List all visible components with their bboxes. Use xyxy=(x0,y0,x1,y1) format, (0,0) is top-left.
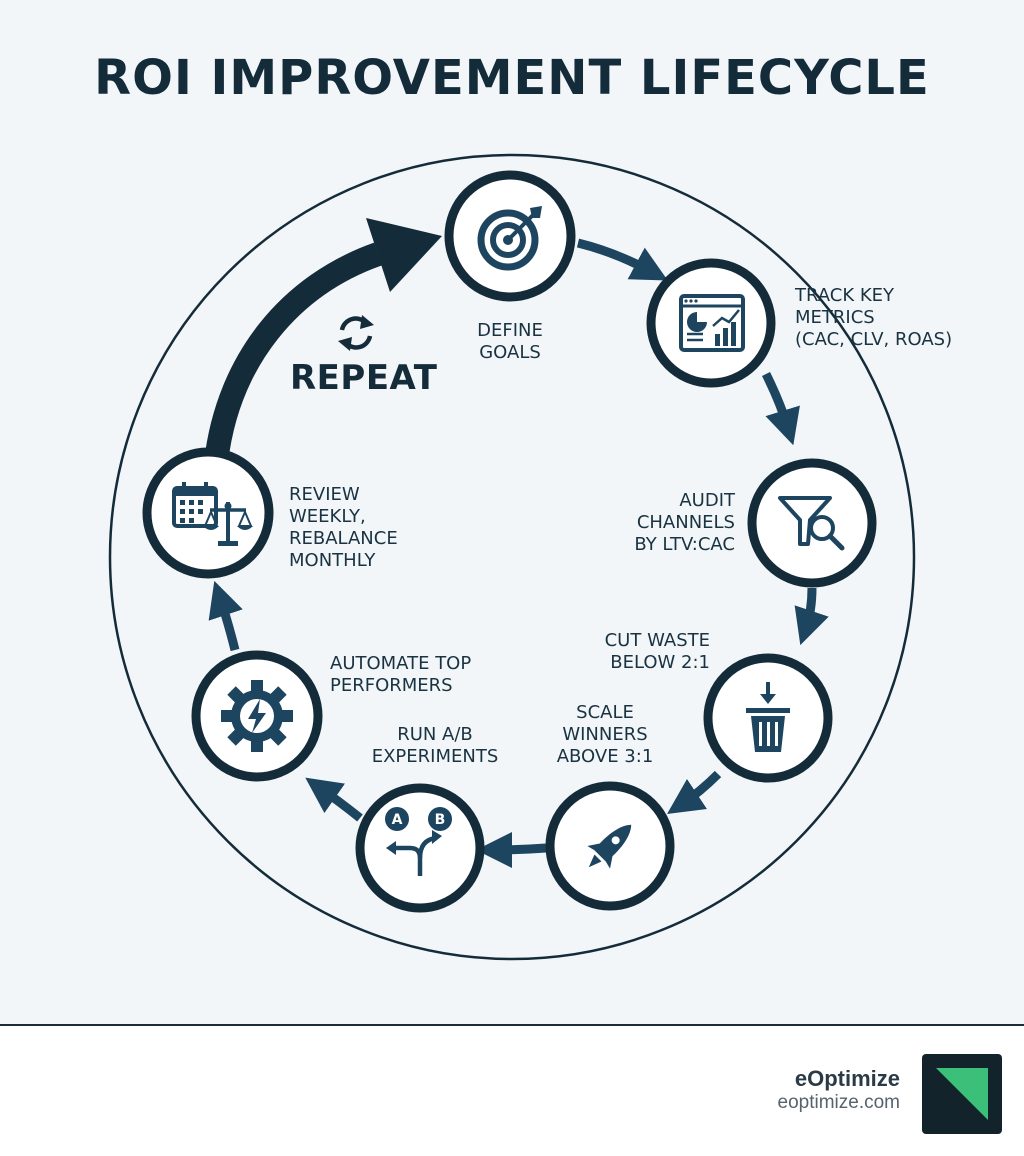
step-cut-waste xyxy=(703,653,833,783)
brand-url: eoptimize.com xyxy=(777,1092,901,1113)
arrow-automate-to-review xyxy=(208,580,243,652)
gear-lightning-icon xyxy=(221,680,293,752)
label-run-experiments: RUN A/B EXPERIMENTS xyxy=(371,724,499,767)
step-scale-winners xyxy=(545,781,675,911)
step-review xyxy=(142,447,274,579)
label-define-goals: DEFINE GOALS xyxy=(477,320,543,363)
step-automate xyxy=(191,650,323,782)
target-icon xyxy=(477,206,542,271)
label-cut-waste: CUT WASTE BELOW 2:1 xyxy=(604,630,710,673)
label-automate: AUTOMATE TOP PERFORMERS xyxy=(330,653,472,696)
step-audit-channels xyxy=(747,458,877,588)
ab-letter-b: B xyxy=(435,812,446,828)
ab-letter-a: A xyxy=(392,812,403,828)
repeat-label: REPEAT xyxy=(290,358,438,398)
calendar-scale-icon xyxy=(172,482,253,546)
step-track-metrics xyxy=(646,258,776,388)
dashboard-chart-icon xyxy=(679,294,745,352)
label-review: REVIEW WEEKLY, REBALANCE MONTHLY xyxy=(289,484,398,571)
arrow-goals-to-metrics xyxy=(576,238,668,281)
repeat-arrow xyxy=(204,218,442,464)
page-title: ROI IMPROVEMENT LIFECYCLE xyxy=(94,50,930,106)
label-track-metrics: TRACK KEY METRICS (CAC, CLV, ROAS) xyxy=(795,285,953,350)
arrow-audit-to-cut xyxy=(794,587,829,646)
arrow-metrics-to-audit xyxy=(761,371,800,446)
lifecycle-diagram: A B xyxy=(108,153,916,961)
logo-mark xyxy=(936,1068,988,1120)
ab-split-icon: A B xyxy=(385,807,452,876)
funnel-search-icon xyxy=(778,496,845,551)
label-audit-channels: AUDIT CHANNELS BY LTV:CAC xyxy=(634,490,735,555)
trash-icon xyxy=(746,682,790,752)
step-define-goals xyxy=(444,170,576,302)
arrow-cut-to-scale xyxy=(667,770,722,814)
eoptimize-logo xyxy=(922,1054,1002,1134)
arrow-experiments-to-automate xyxy=(305,777,363,822)
refresh-icon xyxy=(338,315,374,351)
cycle-ring xyxy=(108,153,916,961)
step-run-experiments: A B xyxy=(355,783,485,913)
rocket-icon xyxy=(587,824,632,869)
footer: eOptimize eoptimize.com xyxy=(0,1024,1024,1156)
arrow-scale-to-experiments xyxy=(476,831,547,868)
label-scale-winners: SCALE WINNERS ABOVE 3:1 xyxy=(556,702,654,767)
brand-name: eOptimize xyxy=(794,1066,900,1091)
flow-arrows xyxy=(208,238,829,868)
